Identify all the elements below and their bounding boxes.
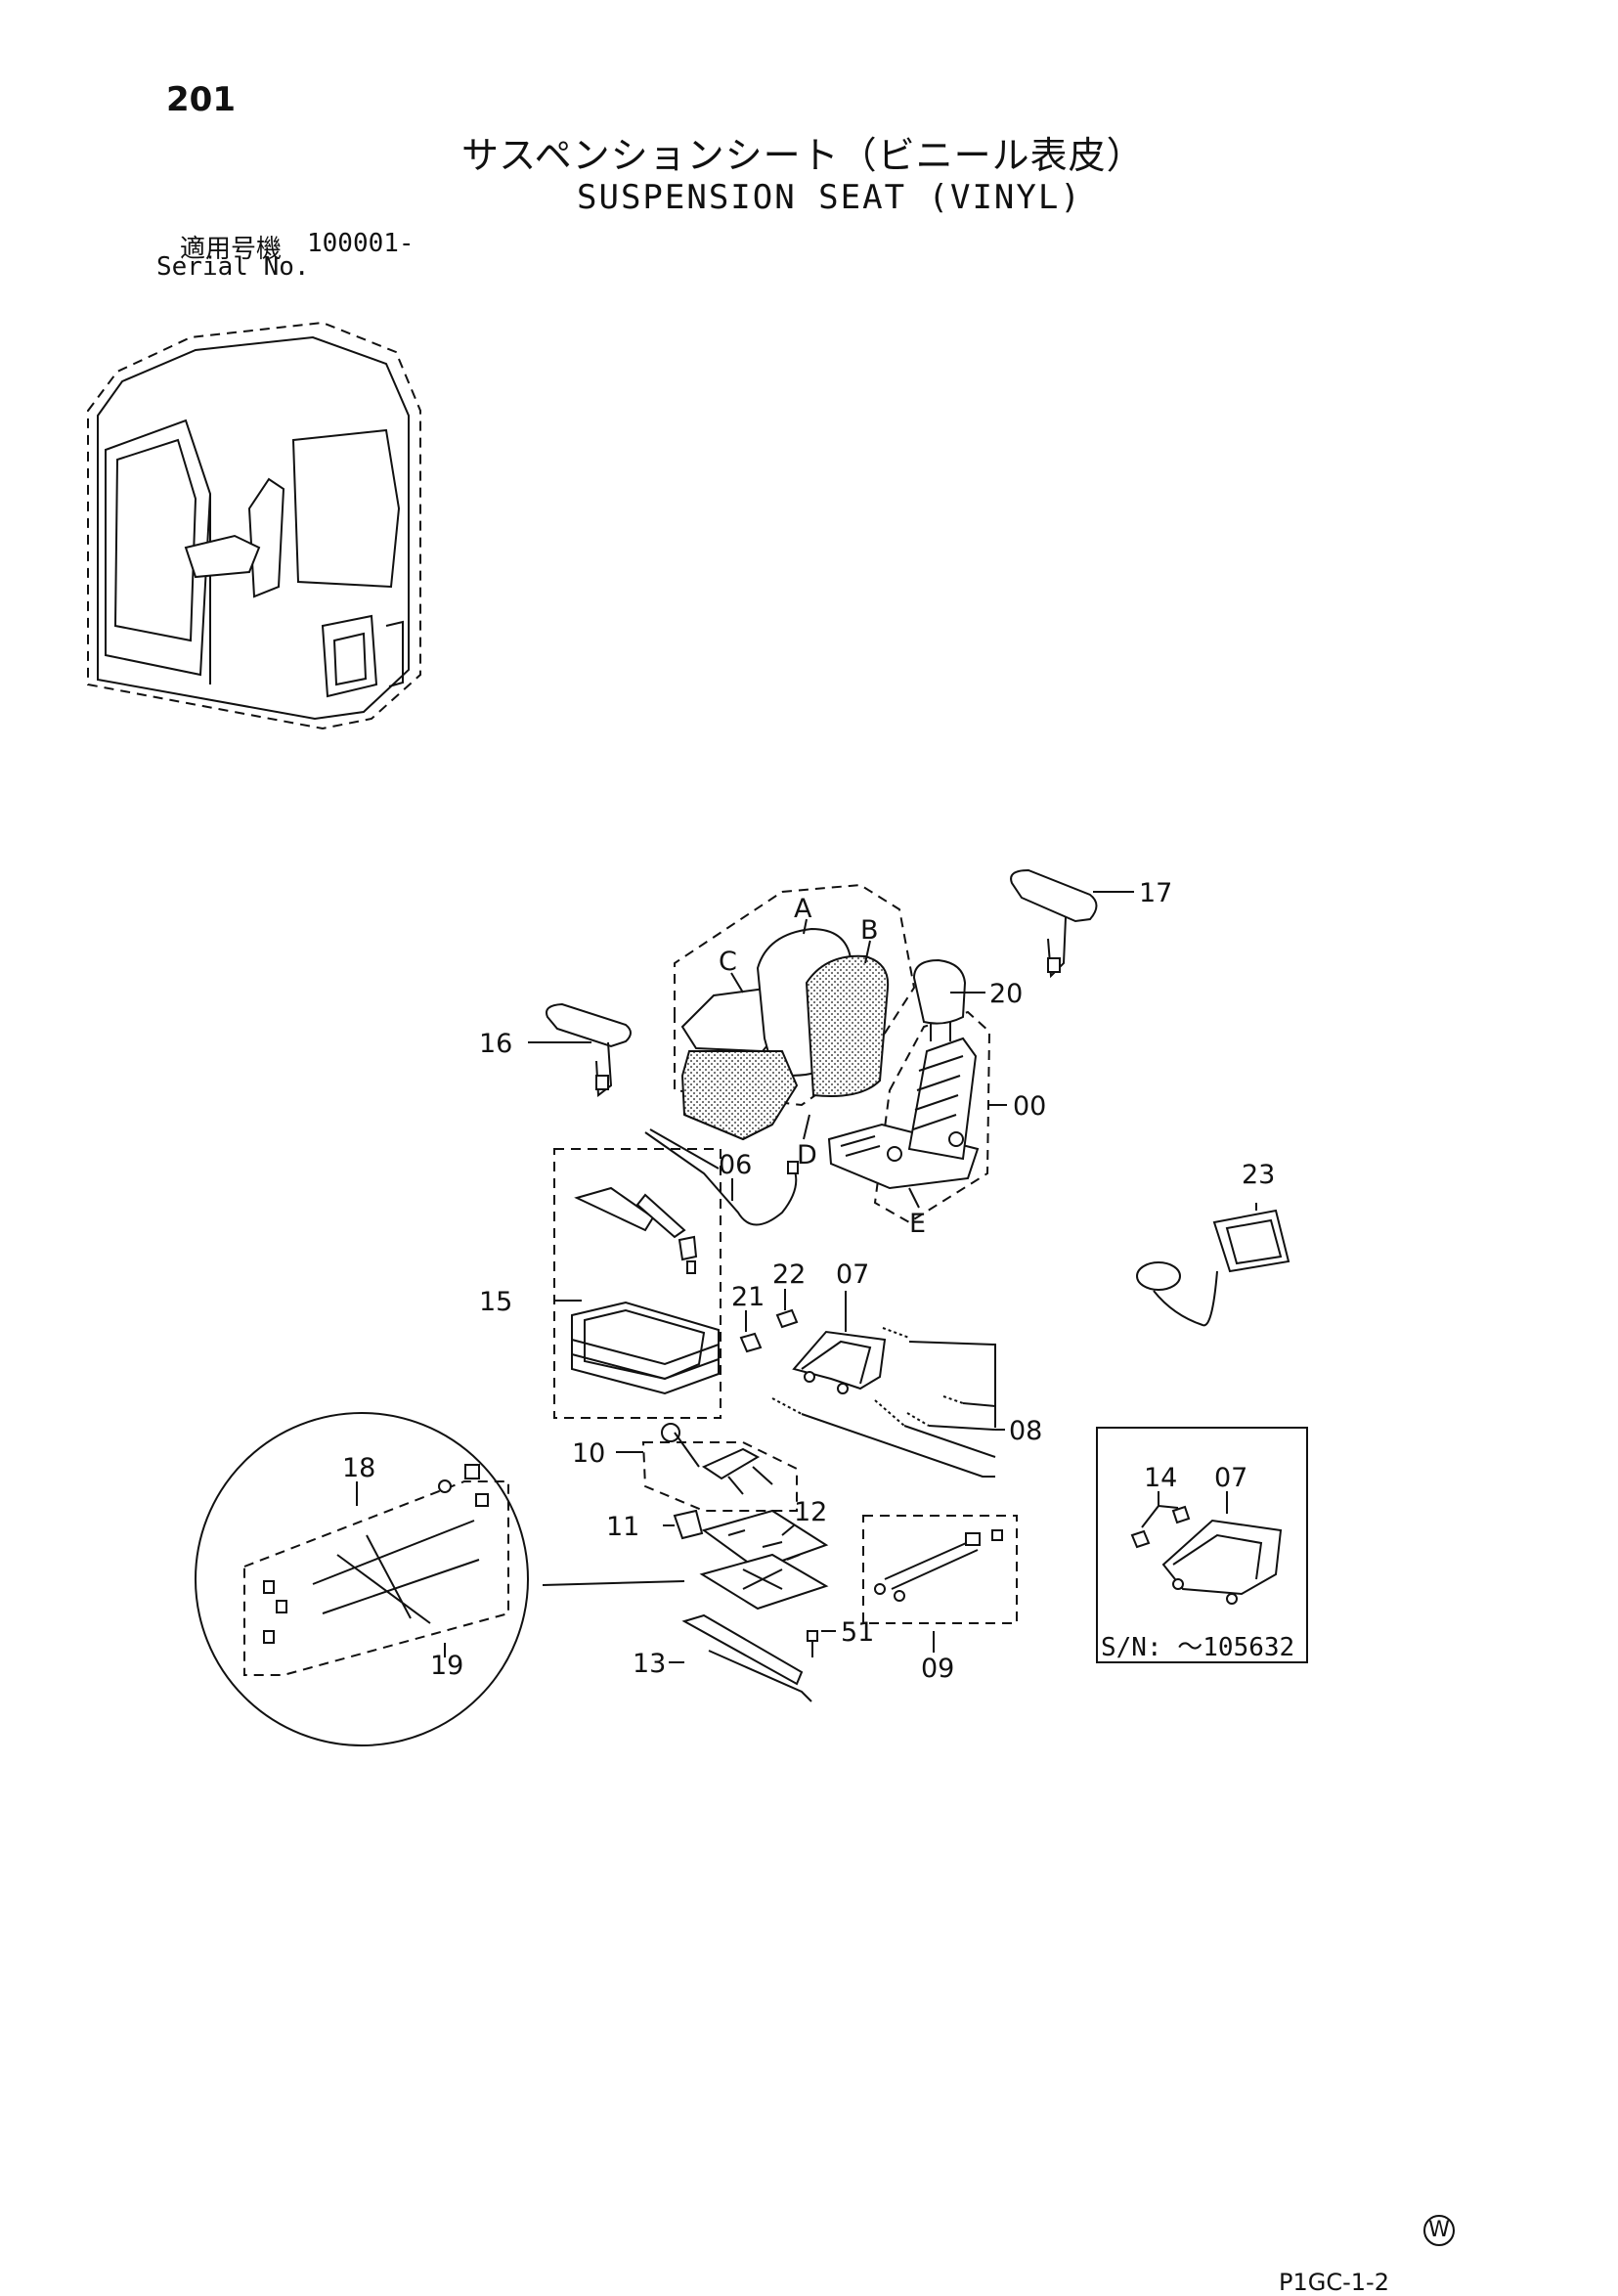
serial-value: 100001- [307,229,415,258]
callout-17: 17 [1139,878,1172,908]
callout-E: E [909,1209,926,1239]
kit-15 [553,1148,722,1419]
callout-16: 16 [479,1029,512,1059]
callout-07: 07 [836,1259,869,1290]
part-22 [775,1308,799,1329]
detail-circle [195,1412,685,1746]
callout-14: 14 [1144,1463,1177,1493]
group-10 [641,1423,798,1512]
callout-D: D [797,1140,817,1170]
callout-20: 20 [989,979,1023,1009]
page-number: 201 [166,80,236,119]
seat-frame-group [827,1010,991,1224]
armrest-left [546,1002,632,1097]
w-mark: W [1423,2215,1455,2246]
callout-18: 18 [342,1453,375,1483]
title-english: SUSPENSION SEAT (VINYL) [577,178,1082,217]
callout-00: 00 [1013,1091,1046,1122]
serial-label-japanese: 適用号機 [180,235,283,264]
inset-box [1096,1427,1308,1663]
callout-22: 22 [772,1259,806,1290]
headrest [912,958,967,1041]
part-11 [673,1509,704,1540]
callout-inset-07: 07 [1214,1463,1247,1493]
serial-label-english: Serial No. [156,252,310,282]
part-21 [739,1332,763,1353]
callout-B: B [860,915,879,946]
armrest-right [1010,868,1098,979]
group-09 [862,1515,1018,1624]
callout-13: 13 [633,1649,666,1679]
cab-overview [87,321,421,730]
callout-A: A [794,894,812,924]
callout-08: 08 [1009,1416,1042,1446]
part-23 [1136,1209,1290,1327]
bolt-51 [807,1630,818,1657]
callout-51: 51 [841,1617,874,1648]
callout-C: C [719,947,737,977]
title-japanese: サスペンションシート（ビニール表皮） [461,134,1145,177]
callout-23: 23 [1242,1160,1275,1190]
inset-serial-range: S/N: ～105632 [1101,1633,1295,1662]
seat-cushion-group [674,883,916,1141]
callout-11: 11 [606,1512,639,1542]
bracket-07 [792,1330,887,1394]
leader-lines [356,891,1257,1663]
page-code: P1GC-1-2 [1279,2269,1389,2296]
springs-08 [771,1327,964,1427]
callout-19: 19 [430,1651,463,1681]
cable [644,1128,799,1226]
callout-21: 21 [731,1282,765,1312]
callout-15: 15 [479,1287,512,1317]
part-13 [681,1613,812,1702]
suspension-12 [699,1509,829,1611]
callout-10: 10 [572,1438,605,1469]
callout-12: 12 [794,1497,827,1527]
callout-06: 06 [719,1150,752,1180]
callout-09: 09 [921,1654,954,1684]
